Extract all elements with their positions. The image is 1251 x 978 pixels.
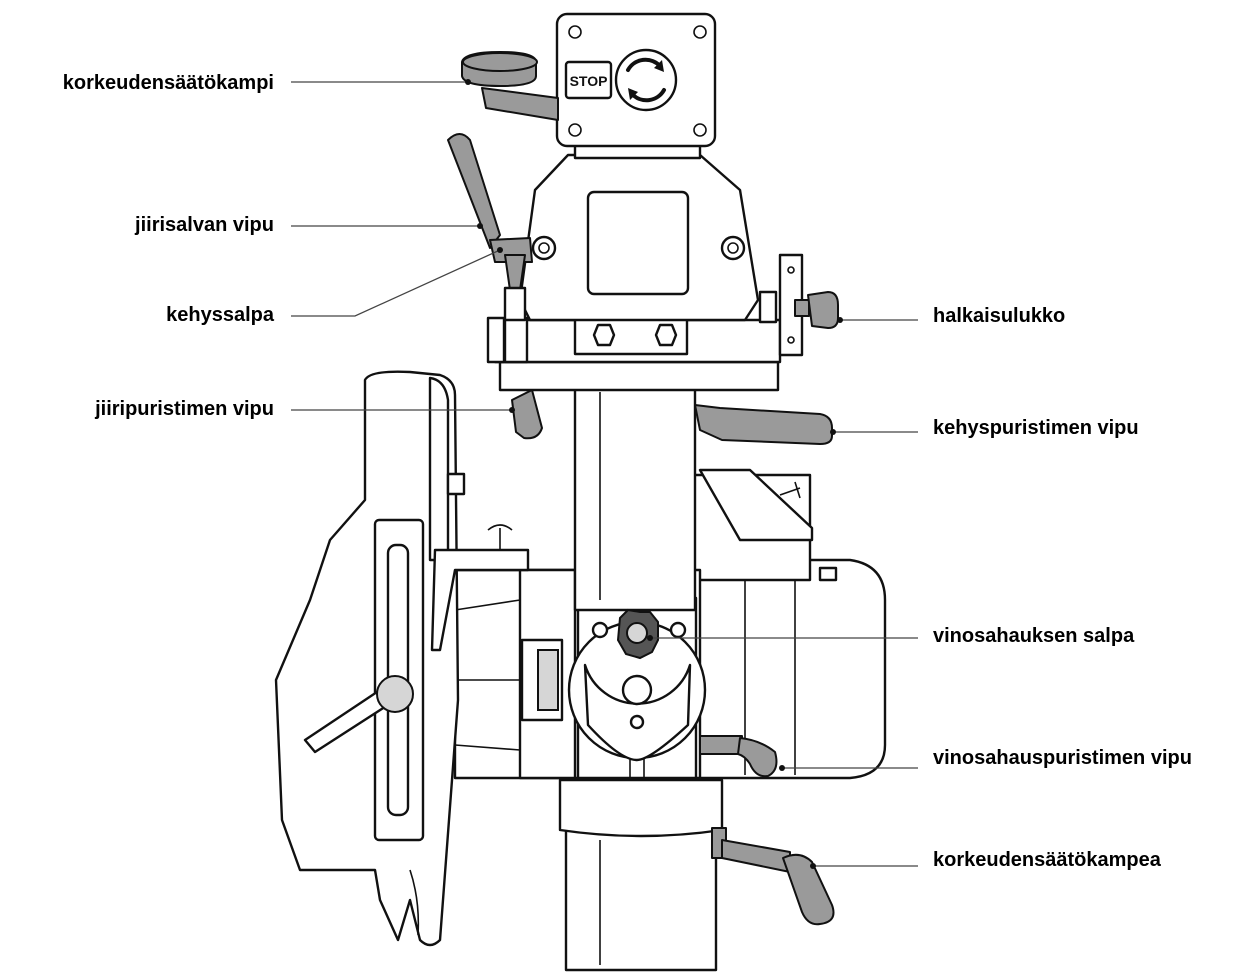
rip-lock-part[interactable] <box>778 253 839 357</box>
bevel-plate <box>567 596 707 780</box>
label-korkeudensaatokampi: korkeudensäätökampi <box>63 72 274 94</box>
blade-guard <box>274 370 530 947</box>
top-height-crank[interactable] <box>461 51 559 121</box>
stop-label: STOP <box>570 73 608 89</box>
arm-column <box>573 386 697 612</box>
column-base <box>558 778 724 972</box>
label-halkaisulukko: halkaisulukko <box>933 305 1065 327</box>
bevel-latch-knob-part[interactable] <box>616 608 659 660</box>
label-jiirisalvan-vipu: jiirisalvan vipu <box>134 214 274 236</box>
miter-latch-lever-part[interactable] <box>447 133 533 322</box>
motor-housing <box>688 468 887 780</box>
bottom-height-crank[interactable] <box>711 827 835 926</box>
bevel-clamp-lever-part[interactable] <box>699 735 778 778</box>
label-vinosahauksen-salpa: vinosahauksen salpa <box>933 625 1135 647</box>
yoke-clamp-lever-part[interactable] <box>694 404 833 445</box>
label-kehyssalpa: kehyssalpa <box>166 304 275 326</box>
miter-clamp-lever-part[interactable] <box>511 389 543 440</box>
arm-head <box>486 290 782 392</box>
leader-lines <box>291 79 918 869</box>
switch-box: STOP <box>555 12 717 148</box>
label-vinosahauspuristimen-vipu: vinosahauspuristimen vipu <box>933 747 1192 769</box>
label-jiiripuristimen-vipu: jiiripuristimen vipu <box>94 398 274 420</box>
label-kehyspuristimen-vipu: kehyspuristimen vipu <box>933 417 1139 439</box>
upper-housing <box>518 138 760 322</box>
label-korkeudensaatokampea: korkeudensäätökampea <box>933 849 1162 871</box>
